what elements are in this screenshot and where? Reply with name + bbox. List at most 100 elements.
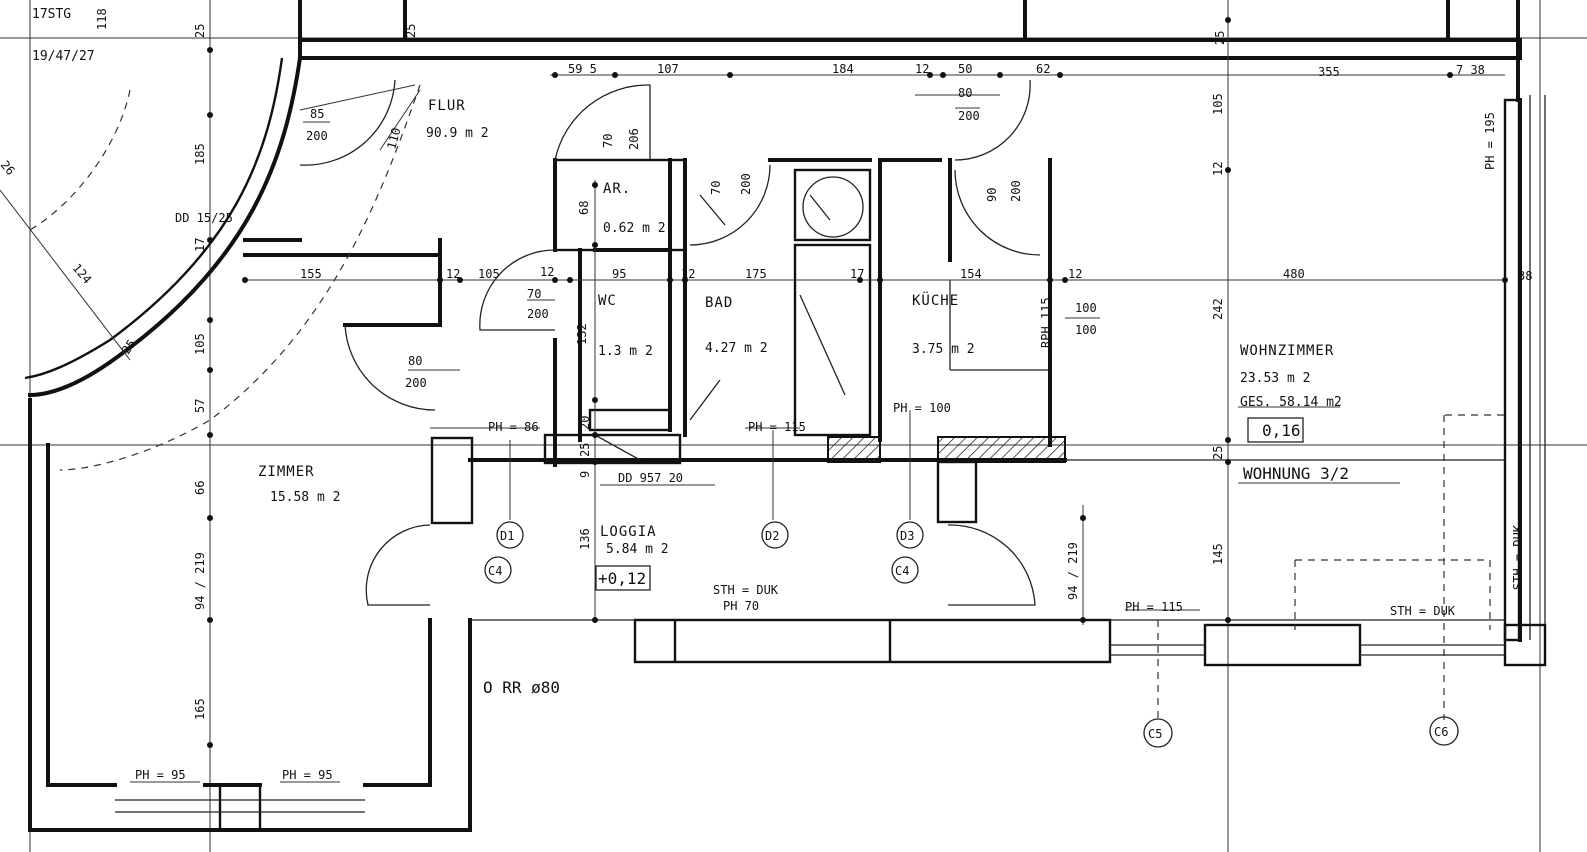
dim-v242: 242 — [1211, 298, 1225, 320]
room-wc-area: 1.3 m 2 — [598, 344, 653, 359]
stair-arcs — [0, 84, 421, 471]
dimension-lines — [130, 0, 1508, 783]
dim-184: 184 — [832, 62, 854, 76]
dim-155: 155 — [300, 267, 322, 281]
note-sth-loggia-2: PH 70 — [723, 599, 759, 613]
ph-115b: PH = 115 — [1125, 600, 1183, 614]
dim-12c: 12 — [540, 265, 554, 279]
dim-110: 110 — [384, 126, 403, 151]
dim-v94-219: 94 / 219 — [193, 552, 207, 610]
dim-206: 206 — [627, 128, 641, 150]
note-sth-vert: STH = DUK — [1511, 524, 1525, 590]
dim-480: 480 — [1283, 267, 1305, 281]
doors — [299, 79, 1041, 606]
room-wc-name: WC — [598, 293, 617, 309]
dimension-text: 59 5 107 184 12 50 62 355 7 38 80 200 85… — [0, 8, 1532, 720]
note-sth-loggia-1: STH = DUK — [713, 583, 779, 597]
dim-v12: 12 — [1211, 162, 1225, 176]
dim-v105b: 105 — [1211, 93, 1225, 115]
dim-12e: 12 — [1068, 267, 1082, 281]
dim-200b: 200 — [739, 173, 753, 195]
dim-v57: 57 — [193, 399, 207, 413]
sheet-line-2: 19/47/27 — [32, 49, 95, 64]
note-dd957: DD 957 20 — [618, 471, 683, 485]
room-kueche-area: 3.75 m 2 — [912, 342, 975, 357]
dim-v185: 185 — [193, 143, 207, 165]
marker-d2: D2 — [765, 529, 779, 543]
room-zimmer-name: ZIMMER — [258, 464, 315, 480]
dim-v25b: 25 — [1211, 446, 1225, 460]
room-ar-area: 0.62 m 2 — [603, 221, 666, 236]
dim-v66: 66 — [193, 481, 207, 495]
room-loggia-name: LOGGIA — [600, 524, 657, 540]
dim-v145: 145 — [1211, 543, 1225, 565]
orr-label: O RR ø80 — [483, 678, 560, 697]
dim-80-door-top: 80 — [408, 354, 422, 368]
dim-v105: 105 — [193, 333, 207, 355]
marker-d3: D3 — [900, 529, 914, 543]
dim-25-top: 25 — [404, 24, 418, 38]
ph-195: PH = 195 — [1483, 112, 1497, 170]
dim-68: 68 — [577, 201, 591, 215]
dim-v25d: 25 — [119, 337, 139, 357]
dim-154: 154 — [960, 267, 982, 281]
marker-d1: D1 — [500, 529, 514, 543]
note-sth-right: STH = DUK — [1390, 604, 1456, 618]
dim-85: 85 — [310, 107, 324, 121]
dim-175: 175 — [745, 267, 767, 281]
dim-100b: 100 — [1075, 323, 1097, 337]
dim-132: 132 — [575, 323, 589, 345]
dim-12d: 12 — [681, 267, 695, 281]
dim-v165: 165 — [193, 698, 207, 720]
room-wohnzimmer-area: 23.53 m 2 — [1240, 371, 1310, 386]
note-dd: DD 15/25 — [175, 211, 233, 225]
dim-70-top: 70 — [527, 287, 541, 301]
ph-115a: PH = 115 — [748, 420, 806, 434]
dim-v25c: 25 — [578, 443, 592, 457]
sheet-line-1: 17STG — [32, 7, 71, 22]
ph-86: PH = 86 — [488, 420, 539, 434]
room-ar-name: AR. — [603, 181, 631, 197]
dim-v25: 25 — [193, 24, 207, 38]
dim-v124: 124 — [70, 261, 95, 287]
dim-62: 62 — [1036, 62, 1050, 76]
rph-115: RPH 115 — [1039, 297, 1053, 348]
marker-c6: C6 — [1434, 725, 1448, 739]
room-flur-area: 90.9 m 2 — [426, 126, 489, 141]
dim-v20: 20 — [578, 416, 592, 430]
ph-95b: PH = 95 — [282, 768, 333, 782]
wohnung-label: WOHNUNG 3/2 — [1243, 464, 1349, 483]
dim-200c: 200 — [1009, 180, 1023, 202]
dim-7-38: 7 38 — [1456, 63, 1485, 77]
marker-c4a: C4 — [488, 564, 502, 578]
dim-107: 107 — [657, 62, 679, 76]
markers: D1 D2 D3 C4 C4 C5 C6 — [484, 521, 1459, 748]
room-loggia-level: +0,12 — [598, 569, 646, 588]
dim-70-bottom: 200 — [527, 307, 549, 321]
dim-12a: 12 — [915, 62, 929, 76]
room-bad-name: BAD — [705, 295, 733, 311]
ph-100: PH = 100 — [893, 401, 951, 415]
dim-v94-219b: 94 / 219 — [1066, 542, 1080, 600]
room-labels: FLUR 90.9 m 2 AR. 0.62 m 2 WC 1.3 m 2 BA… — [32, 7, 1349, 697]
room-kueche-name: KÜCHE — [912, 291, 959, 309]
dim-70: 70 — [601, 134, 615, 148]
room-loggia-area: 5.84 m 2 — [606, 542, 669, 557]
dim-v136: 136 — [578, 528, 592, 550]
dim-200a: 200 — [306, 129, 328, 143]
marker-c5: C5 — [1148, 727, 1162, 741]
dim-90: 90 — [985, 188, 999, 202]
marker-c4b: C4 — [895, 564, 909, 578]
dim-v118: 118 — [95, 8, 109, 30]
dim-95: 95 — [612, 267, 626, 281]
dim-v9: 9 — [578, 471, 592, 478]
dim-50: 50 — [958, 62, 972, 76]
dim-25-right: 25 — [1213, 31, 1227, 45]
room-bad-area: 4.27 m 2 — [705, 341, 768, 356]
ph-labels: PH = 86 PH = 115 PH = 100 PH = 115 PH = … — [135, 112, 1497, 782]
dim-80-door-bottom: 200 — [405, 376, 427, 390]
dim-70b: 70 — [709, 181, 723, 195]
dim-100a: 100 — [1075, 301, 1097, 315]
dim-v26: 26 — [0, 158, 18, 178]
dim-200-bottom: 200 — [958, 109, 980, 123]
